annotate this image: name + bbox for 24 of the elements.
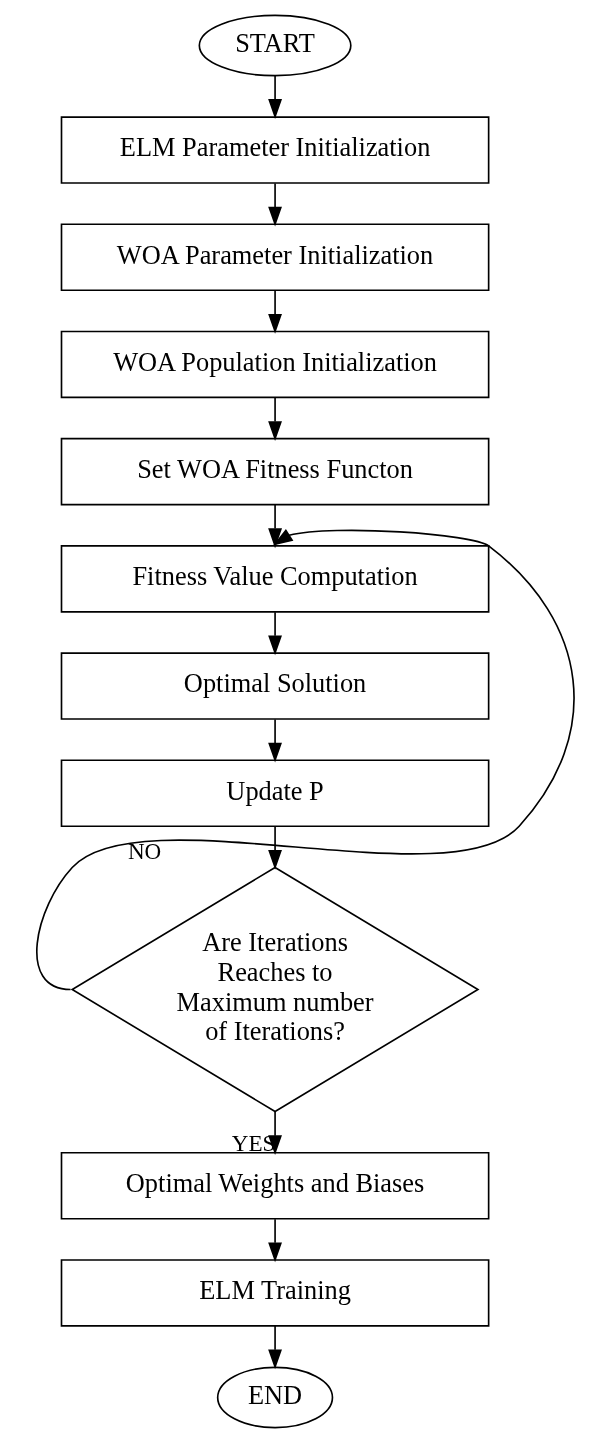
node-box: Optimal Solution xyxy=(60,652,490,720)
arrow xyxy=(268,504,282,549)
node-diamond: Are Iterations Reaches to Maximum number of Iterations? xyxy=(70,866,480,1113)
arrow xyxy=(268,1325,282,1370)
node-box: Update P xyxy=(60,759,490,828)
arrow xyxy=(268,825,282,870)
node-box: WOA Population Initialization xyxy=(60,330,490,399)
arrow xyxy=(36,529,575,991)
arrow xyxy=(268,182,282,227)
node-box: Set WOA Fitness Functon xyxy=(60,437,490,506)
node-box: WOA Parameter Initialization xyxy=(60,223,490,292)
node-ellipse: START xyxy=(198,14,352,77)
node-box: ELM Training xyxy=(60,1259,490,1327)
arrow xyxy=(268,1218,282,1263)
edge-label: NO xyxy=(127,837,162,864)
node-box: Fitness Value Computation xyxy=(60,545,490,613)
node-box: ELM Parameter Initialization xyxy=(60,116,490,184)
arrow xyxy=(268,397,282,441)
node-box: Optimal Weights and Biases xyxy=(60,1151,490,1220)
arrow xyxy=(268,289,282,334)
arrow xyxy=(268,75,282,119)
node-ellipse: END xyxy=(216,1366,334,1429)
arrow xyxy=(268,718,282,763)
arrow xyxy=(268,611,282,656)
